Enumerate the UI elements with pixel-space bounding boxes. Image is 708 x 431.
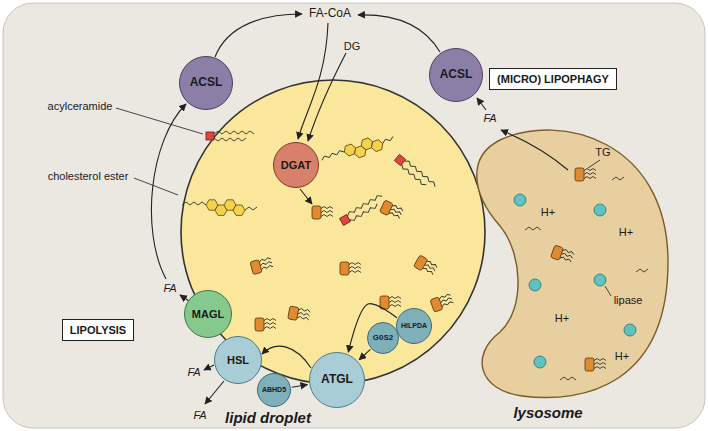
enzyme-circle: MAGL [184, 290, 232, 338]
part-label: lipase [614, 294, 643, 306]
part-label: acylceramide [48, 100, 113, 112]
enzyme-circle: ACSL [429, 48, 483, 102]
enzyme-circle: ATGL [309, 352, 365, 408]
node-text: ABHD5 [262, 386, 286, 394]
part-label: cholesterol ester [48, 170, 129, 182]
process-box: LIPOLYSIS [62, 319, 134, 341]
ion-label: H+ [541, 206, 555, 218]
regulation-arrow [292, 385, 308, 387]
ion-label: H+ [619, 226, 633, 238]
regulator-circle: HILPDA [396, 308, 432, 344]
node-text: DGAT [281, 159, 311, 171]
node-text: (MICRO) LIPOPHAGY [497, 73, 609, 85]
node-text: MAGL [192, 308, 224, 320]
enzyme-circle: DGAT [273, 142, 319, 188]
regulator-circle: G0S2 [367, 322, 399, 354]
metabolite-label: TG [595, 146, 610, 158]
process-box: (MICRO) LIPOPHAGY [489, 68, 617, 90]
metabolite-label: DG [344, 40, 361, 52]
regulation-arrow [359, 349, 370, 359]
metabolite-label: FA [193, 409, 206, 421]
node-text: ACSL [440, 68, 473, 81]
ion-label: H+ [615, 350, 629, 362]
metabolite-label: FA [187, 366, 200, 378]
node-text: ATGL [321, 373, 353, 386]
node-text: G0S2 [373, 334, 393, 343]
node-text: HSL [227, 354, 249, 366]
organelle-label: lysosome [513, 405, 582, 422]
metabolite-label: FA [483, 112, 496, 124]
regulator-circle: ABHD5 [257, 373, 291, 407]
enzyme-circle: ACSL [179, 56, 233, 110]
organelle-label: lipid droplet [225, 410, 311, 427]
metabolite-label: FA-CoA [309, 7, 351, 20]
enzyme-circle: HSL [214, 336, 262, 384]
ion-label: H+ [555, 312, 569, 324]
node-text: HILPDA [401, 322, 427, 330]
node-text: ACSL [190, 76, 223, 89]
node-text: LIPOLYSIS [70, 324, 126, 336]
metabolite-label: FA [163, 282, 176, 294]
